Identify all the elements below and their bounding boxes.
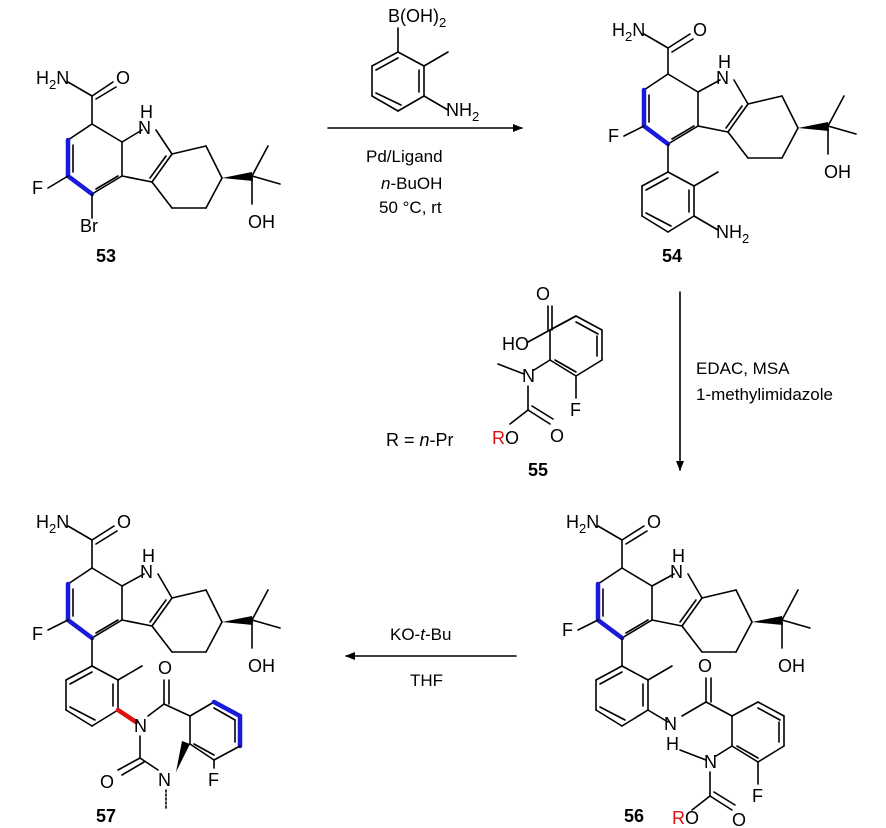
aniline-label-54: NH2 [716,222,749,246]
nh-h-54: H [718,52,731,72]
carbamate-nitrogen-56: N [704,752,717,772]
fluorine-54: F [608,126,619,146]
carbamate-oxygen-56: O [732,810,746,828]
condition-temperature: 50 °C, rt [379,198,442,217]
compound-54: H2N O F H N OH [608,20,857,266]
fluorine-53: F [32,178,43,198]
amide-oxygen-57: O [117,512,131,532]
compound-number-54: 54 [662,246,682,266]
nh-n-57: N [140,562,153,582]
amide-nh-h-56: H [666,734,679,754]
hydroxyl-53: OH [248,212,275,232]
amide-label-54: H2N [612,20,645,44]
r-group-definition: R = n-Pr [386,430,454,450]
compound-57: H2N O F H N OH [32,512,281,826]
n-methyl-nitrogen-57: N [158,770,171,790]
fluorine-56: F [562,620,573,640]
compound-number-55: 55 [528,460,548,480]
nh-h-53: H [140,102,153,122]
compound-number-56: 56 [624,806,644,826]
amide-oxygen-56: O [647,512,661,532]
condition-coupling: EDAC, MSA [696,359,790,378]
ester-label-56: RO [672,808,699,828]
condition-thf: THF [410,671,443,690]
boronic-acid-reagent: B(OH)2 NH2 [371,6,479,124]
nh-n-56: N [670,562,683,582]
quinazolinedione-n3-57: N [134,716,147,736]
amide-carbonyl-56: O [698,656,712,676]
amide-label-53: H2N [36,68,69,92]
condition-solvent: n-BuOH [381,174,442,193]
amide-oxygen-53: O [116,68,130,88]
amide-label-57: H2N [36,512,69,536]
compound-53: H2N O F Br H N OH 53 [32,68,281,266]
compound-number-57: 57 [96,806,116,826]
fluorine-2-57: F [208,770,219,790]
carbonyl-ring-57: O [100,772,114,792]
amide-nh-n-56: N [664,714,677,734]
hydroxyl-57: OH [248,656,275,676]
hydroxyl-55: HO [502,334,529,354]
carbonyl-oxygen-55: O [536,284,550,304]
compound-55: O HO N F RO O 55 [492,284,603,480]
nh-h-57: H [142,546,155,566]
condition-strong-base: KO-t-Bu [390,625,451,644]
amide-label-56: H2N [566,512,599,536]
nh-n-54: N [716,68,729,88]
carbamate-oxygen-55: O [550,426,564,446]
nh-n-53: N [138,118,151,138]
fluorine-57: F [32,624,43,644]
fluorine-2-56: F [752,786,763,806]
compound-56: H2N O F H N OH [562,512,811,828]
fluorine-55: F [570,400,581,420]
boronic-acid-label: B(OH)2 [388,6,446,30]
aniline-label: NH2 [446,100,479,124]
compound-number-53: 53 [96,246,116,266]
condition-base: 1-methylimidazole [696,385,833,404]
nh-h-56: H [672,546,685,566]
hydroxyl-56: OH [778,656,805,676]
carbonyl-top-57: O [158,658,172,678]
condition-catalyst: Pd/Ligand [366,147,443,166]
nitrogen-55: N [522,366,535,386]
amide-oxygen-54: O [693,20,707,40]
bromine-53: Br [80,216,98,236]
ester-label-55: RO [492,428,519,448]
hydroxyl-54: OH [824,162,851,182]
